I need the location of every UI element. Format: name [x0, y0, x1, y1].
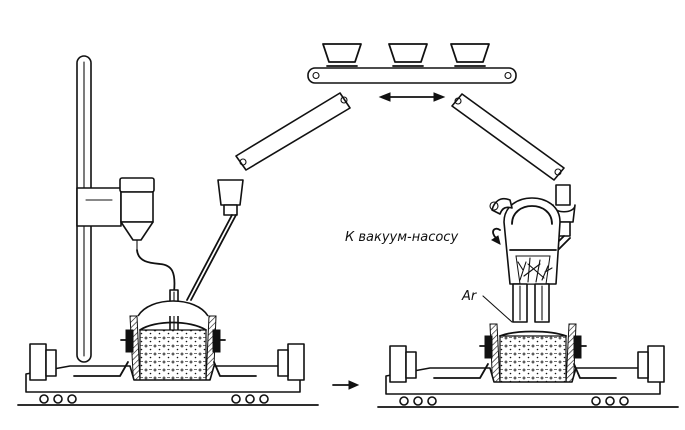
ladle [120, 300, 226, 393]
argon-label: Ar [461, 289, 478, 304]
conveyor [307, 67, 517, 84]
feed-hose [136, 249, 176, 293]
wheels [399, 396, 629, 406]
vacuum-flow-arrow [491, 227, 501, 245]
additive-bucket [322, 43, 362, 67]
left-swing-arm [235, 92, 351, 171]
transfer-arrow [332, 380, 360, 390]
ladle-car [377, 345, 679, 408]
wheels [39, 394, 269, 404]
powder-feeder [119, 177, 155, 251]
additive-hopper [186, 179, 244, 301]
vacuum-pipe [489, 197, 513, 215]
ladle-car [17, 343, 319, 406]
additive-bucket [388, 43, 428, 67]
double-arrow [378, 92, 446, 102]
vacuum-pump-label: К вакуум-насосу [345, 230, 458, 245]
additive-bucket [450, 43, 490, 67]
right-swing-arm [451, 93, 565, 181]
vacuum-vessel [503, 197, 561, 323]
mast-bracket [76, 187, 122, 227]
argon-line [482, 295, 513, 323]
